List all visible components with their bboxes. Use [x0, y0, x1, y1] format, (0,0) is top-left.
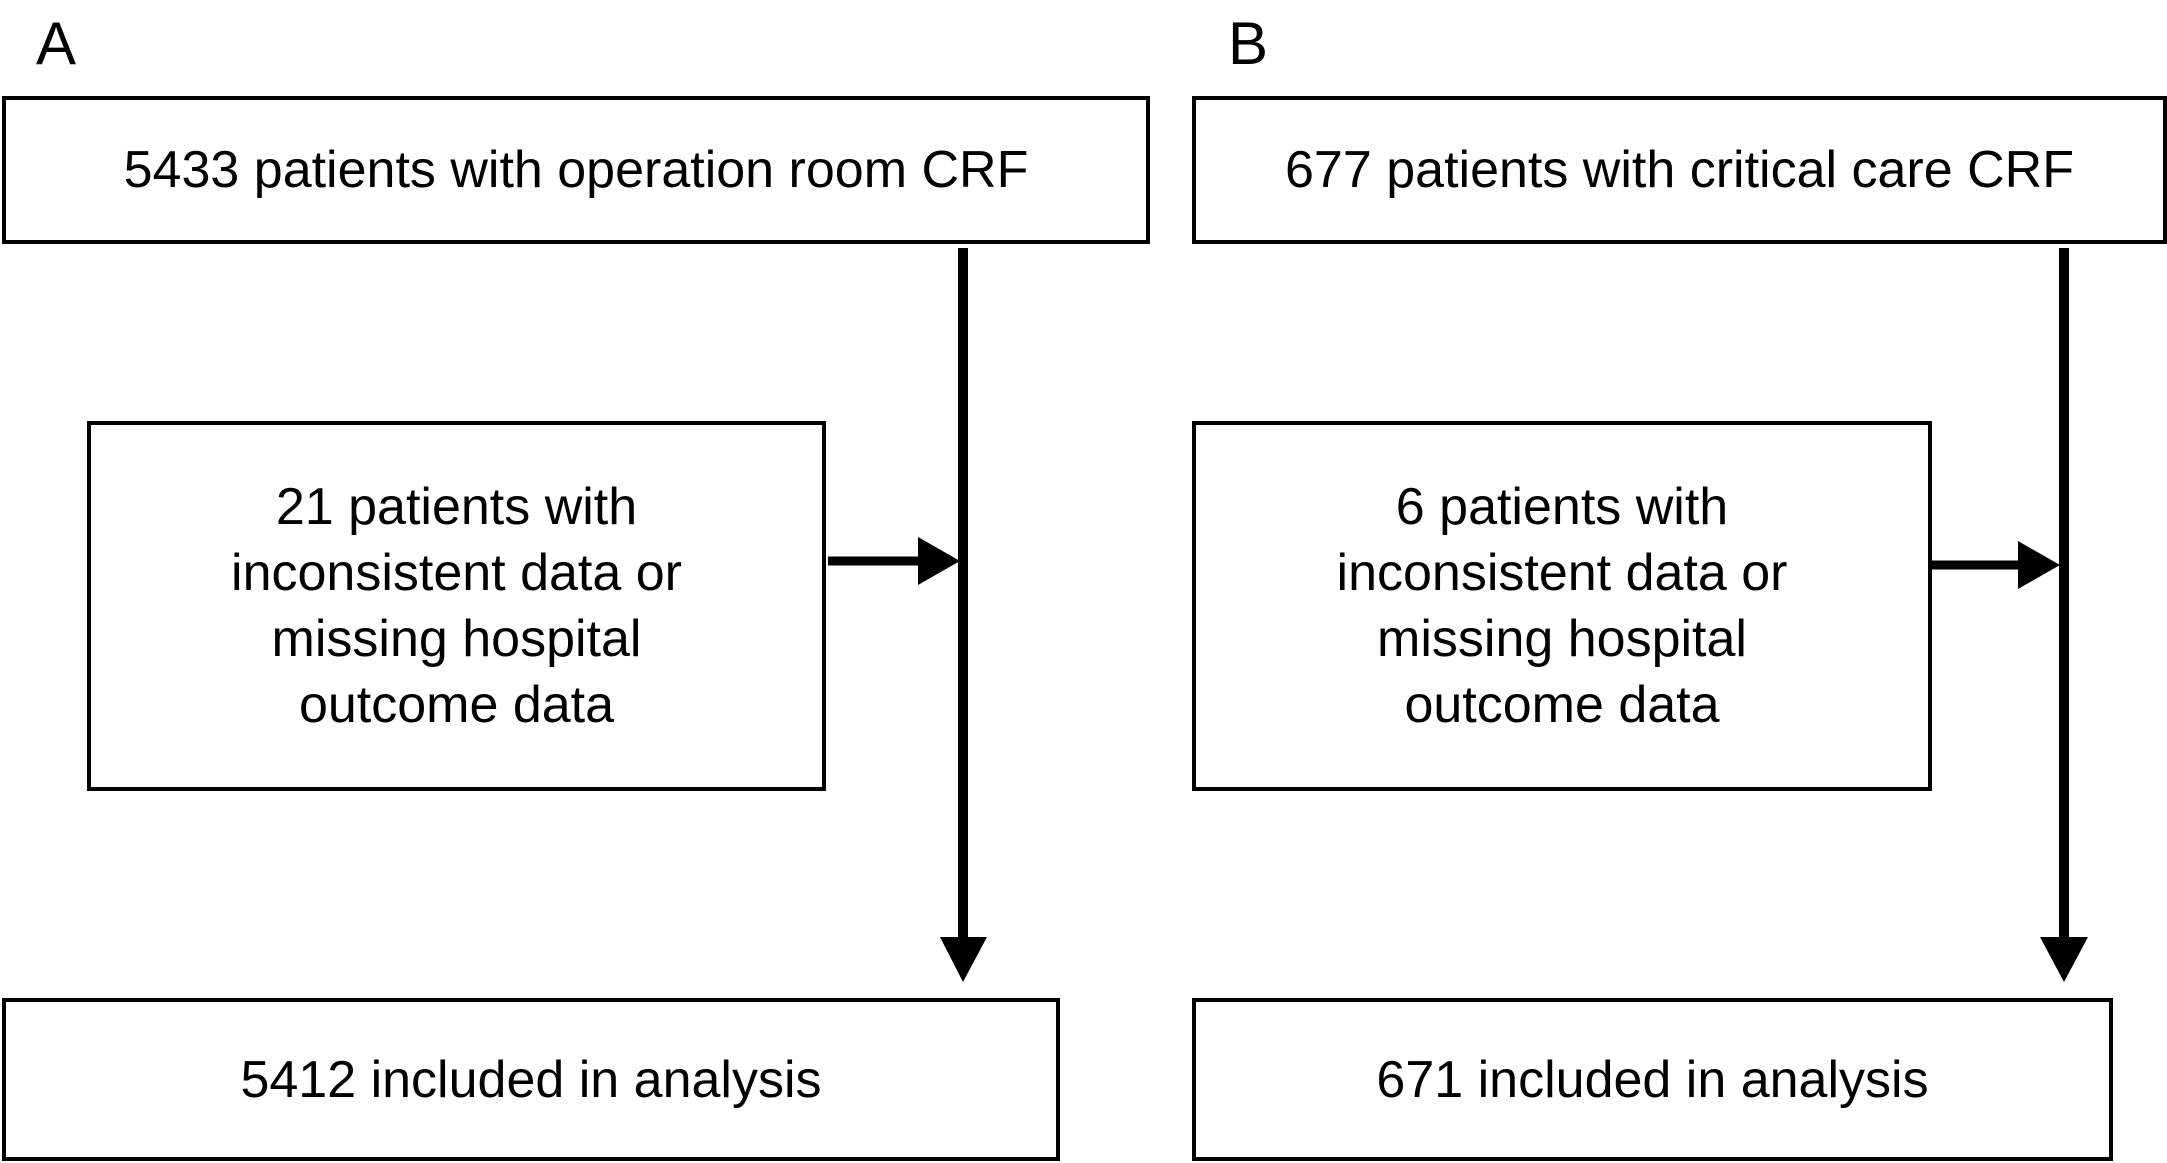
panel-a-top-text: 5433 patients with operation room CRF: [123, 141, 1029, 199]
panel-a-arrows: [828, 248, 987, 982]
panel-b-exclusion-box: 6 patients with inconsistent data or mis…: [1192, 421, 1932, 791]
panel-b-top-text: 677 patients with critical care CRF: [1285, 141, 2074, 199]
panel-a-bottom-box: 5412 included in analysis: [2, 998, 1060, 1161]
panel-a-top-box: 5433 patients with operation room CRF: [2, 96, 1150, 244]
panel-b-exclusion-arrowhead: [2018, 541, 2060, 589]
panel-a-exclusion-arrowhead: [918, 537, 960, 585]
panel-b-label: B: [1228, 10, 1269, 77]
panel-a-main-arrowhead: [940, 937, 987, 982]
panel-b-exclusion-text: 6 patients with inconsistent data or mis…: [1336, 478, 1788, 734]
panel-b-main-arrowhead: [2040, 937, 2088, 982]
panel-a-label: A: [36, 10, 77, 77]
panel-a-exclusion-text: 21 patients with inconsistent data or mi…: [231, 478, 682, 734]
panel-b-arrows: [1932, 248, 2088, 982]
panel-a-bottom-text: 5412 included in analysis: [240, 1050, 822, 1109]
panel-b-bottom-text: 671 included in analysis: [1376, 1050, 1929, 1109]
panel-a-exclusion-box: 21 patients with inconsistent data or mi…: [87, 421, 826, 791]
panel-b-bottom-box: 671 included in analysis: [1192, 998, 2113, 1161]
panel-b-top-box: 677 patients with critical care CRF: [1192, 96, 2167, 244]
